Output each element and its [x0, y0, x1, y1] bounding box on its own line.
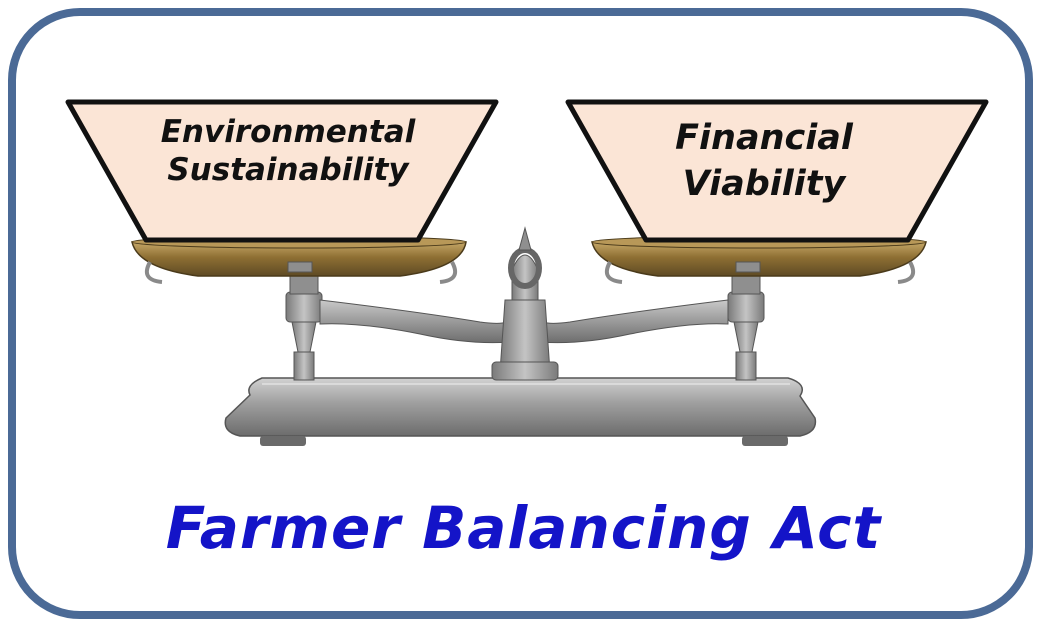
caption-title: Farmer Balancing Act	[165, 494, 882, 562]
right-support	[727, 269, 765, 381]
label-right-line-2: Viability	[682, 163, 846, 204]
left-pan	[131, 235, 467, 284]
left-weight-box	[65, 99, 499, 243]
left-support	[285, 269, 323, 381]
label-left-line-1: Environmental	[160, 114, 416, 150]
label-left-line-2: Sustainability	[167, 151, 409, 188]
financial-viability-label: Financial Viability	[596, 116, 932, 207]
environmental-sustainability-label: Environmental Sustainability	[120, 114, 456, 190]
label-right-line-1: Financial	[675, 118, 853, 158]
right-weight-box	[565, 99, 989, 243]
center-pillar	[491, 226, 559, 381]
right-pan	[591, 235, 927, 284]
scale-base	[224, 377, 817, 446]
